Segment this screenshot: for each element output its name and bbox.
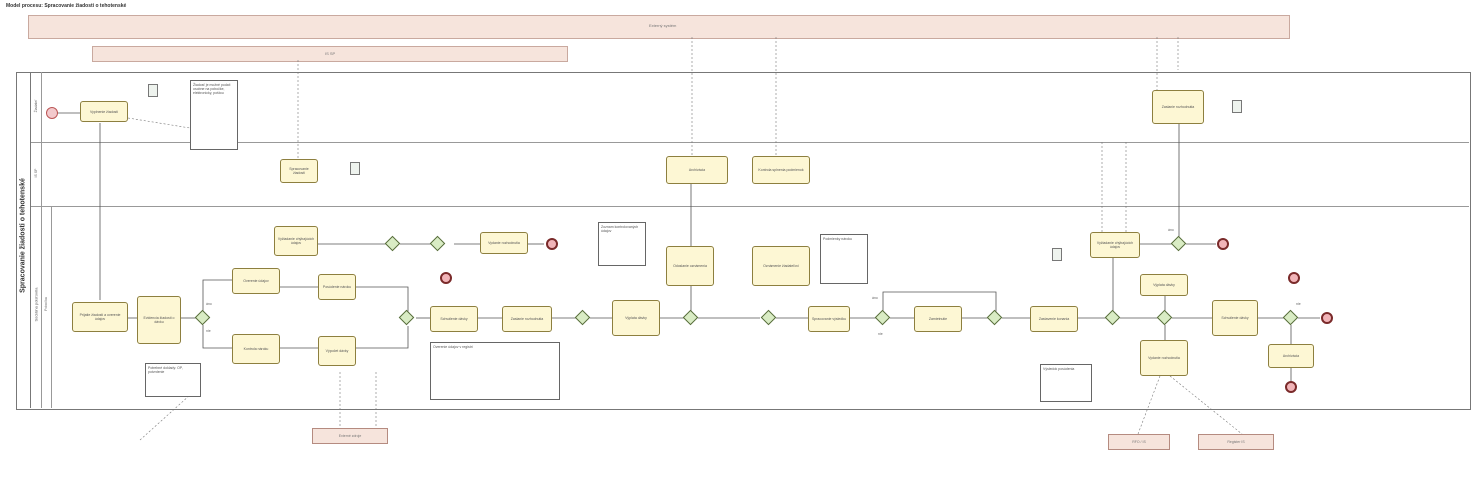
edge-label-2: nie (206, 329, 211, 333)
end-event-4 (1288, 272, 1300, 284)
task-5[interactable]: Overenie údajov (232, 268, 280, 294)
start-event (46, 107, 58, 119)
task-7[interactable]: Vyžiadanie chýbajúcich údajov (274, 226, 318, 256)
note-4: Zoznam kontrolovaných údajov (598, 222, 646, 266)
note-6: Výsledok posúdenia (1040, 364, 1092, 402)
top-participant: Externý systém (28, 15, 1290, 39)
end-event-6 (1285, 381, 1297, 393)
task-17[interactable]: Oznámenie žiadateľovi (752, 246, 810, 286)
lane-separator-1 (31, 142, 1469, 143)
store-a: RFO / IS (1108, 434, 1170, 450)
diagram-title: Model procesu: Spracovanie žiadosti o te… (6, 3, 127, 9)
task-23[interactable]: Vydanie rozhodnutia (1140, 340, 1188, 376)
edge-label-3: áno (872, 296, 878, 300)
lane-3: Pobočka (41, 206, 52, 408)
task-12[interactable]: Zaslanie rozhodnutia (502, 306, 552, 332)
task-1[interactable]: Vyplnenie žiadosti (80, 101, 128, 122)
task-9[interactable]: Výpočet dávky (318, 336, 356, 366)
lane-separator-2 (31, 206, 1469, 207)
document-icon-2 (350, 162, 360, 175)
task-25[interactable]: Zaslanie rozhodnutia (1152, 90, 1204, 124)
task-15[interactable]: Odoslanie oznámenia (666, 246, 714, 286)
edge-label-6: nie (1296, 302, 1301, 306)
task-2[interactable]: Prijatie žiadosti a overenie údajov (72, 302, 128, 332)
note-3: Overenie údajov v registri (430, 342, 560, 400)
task-8[interactable]: Posúdenie nároku (318, 274, 356, 300)
end-event-2 (440, 272, 452, 284)
edge-label-5: áno (1168, 228, 1174, 232)
task-19[interactable]: Zamietnutie (914, 306, 962, 332)
edge-label-4: nie (878, 332, 883, 336)
task-4[interactable]: Spracovanie žiadosti (280, 159, 318, 183)
task-16[interactable]: Kontrola splnenia podmienok (752, 156, 810, 184)
lane-2: IS SP (31, 142, 42, 206)
top-participant-label: Externý systém (649, 23, 677, 28)
note-2: Potrebné doklady: OP, potvrdenie (145, 363, 201, 397)
end-event-1 (546, 238, 558, 250)
store-b: Register IS (1198, 434, 1274, 450)
task-26[interactable]: Archivácia (1268, 344, 1314, 368)
second-participant: IS SP (92, 46, 568, 62)
note-5: Podmienky nároku (820, 234, 868, 284)
document-icon-4 (1232, 100, 1242, 113)
task-18[interactable]: Spracovanie výsledku (808, 306, 850, 332)
task-11[interactable]: Vydanie rozhodnutia (480, 232, 528, 254)
end-event-5 (1321, 312, 1333, 324)
store-external: Externé zdroje (312, 428, 388, 444)
document-icon-1 (148, 84, 158, 97)
end-event-3 (1217, 238, 1229, 250)
task-3[interactable]: Evidencia žiadosti o dávku (137, 296, 181, 344)
pool-name: Spracovanie žiadosti o tehotenské (16, 72, 31, 408)
task-20[interactable]: Zastavenie konania (1030, 306, 1078, 332)
note-1: Žiadosť je možné podať: osobne na pobočk… (190, 80, 238, 150)
task-22[interactable]: Výplata dávky (1140, 274, 1188, 296)
task-21[interactable]: Vyžiadanie chýbajúcich údajov (1090, 232, 1140, 258)
second-participant-label: IS SP (325, 51, 336, 56)
task-13[interactable]: Výplata dávky (612, 300, 660, 336)
document-icon-3 (1052, 248, 1062, 261)
task-10[interactable]: Schválenie dávky (430, 306, 478, 332)
lane-group: Sociálna poisťovňa (31, 206, 42, 408)
task-24[interactable]: Schválenie dávky (1212, 300, 1258, 336)
lane-1: Žiadateľ (31, 72, 42, 142)
task-6[interactable]: Kontrola nároku (232, 334, 280, 364)
edge-label-1: áno (206, 302, 212, 306)
task-14[interactable]: Archivácia (666, 156, 728, 184)
